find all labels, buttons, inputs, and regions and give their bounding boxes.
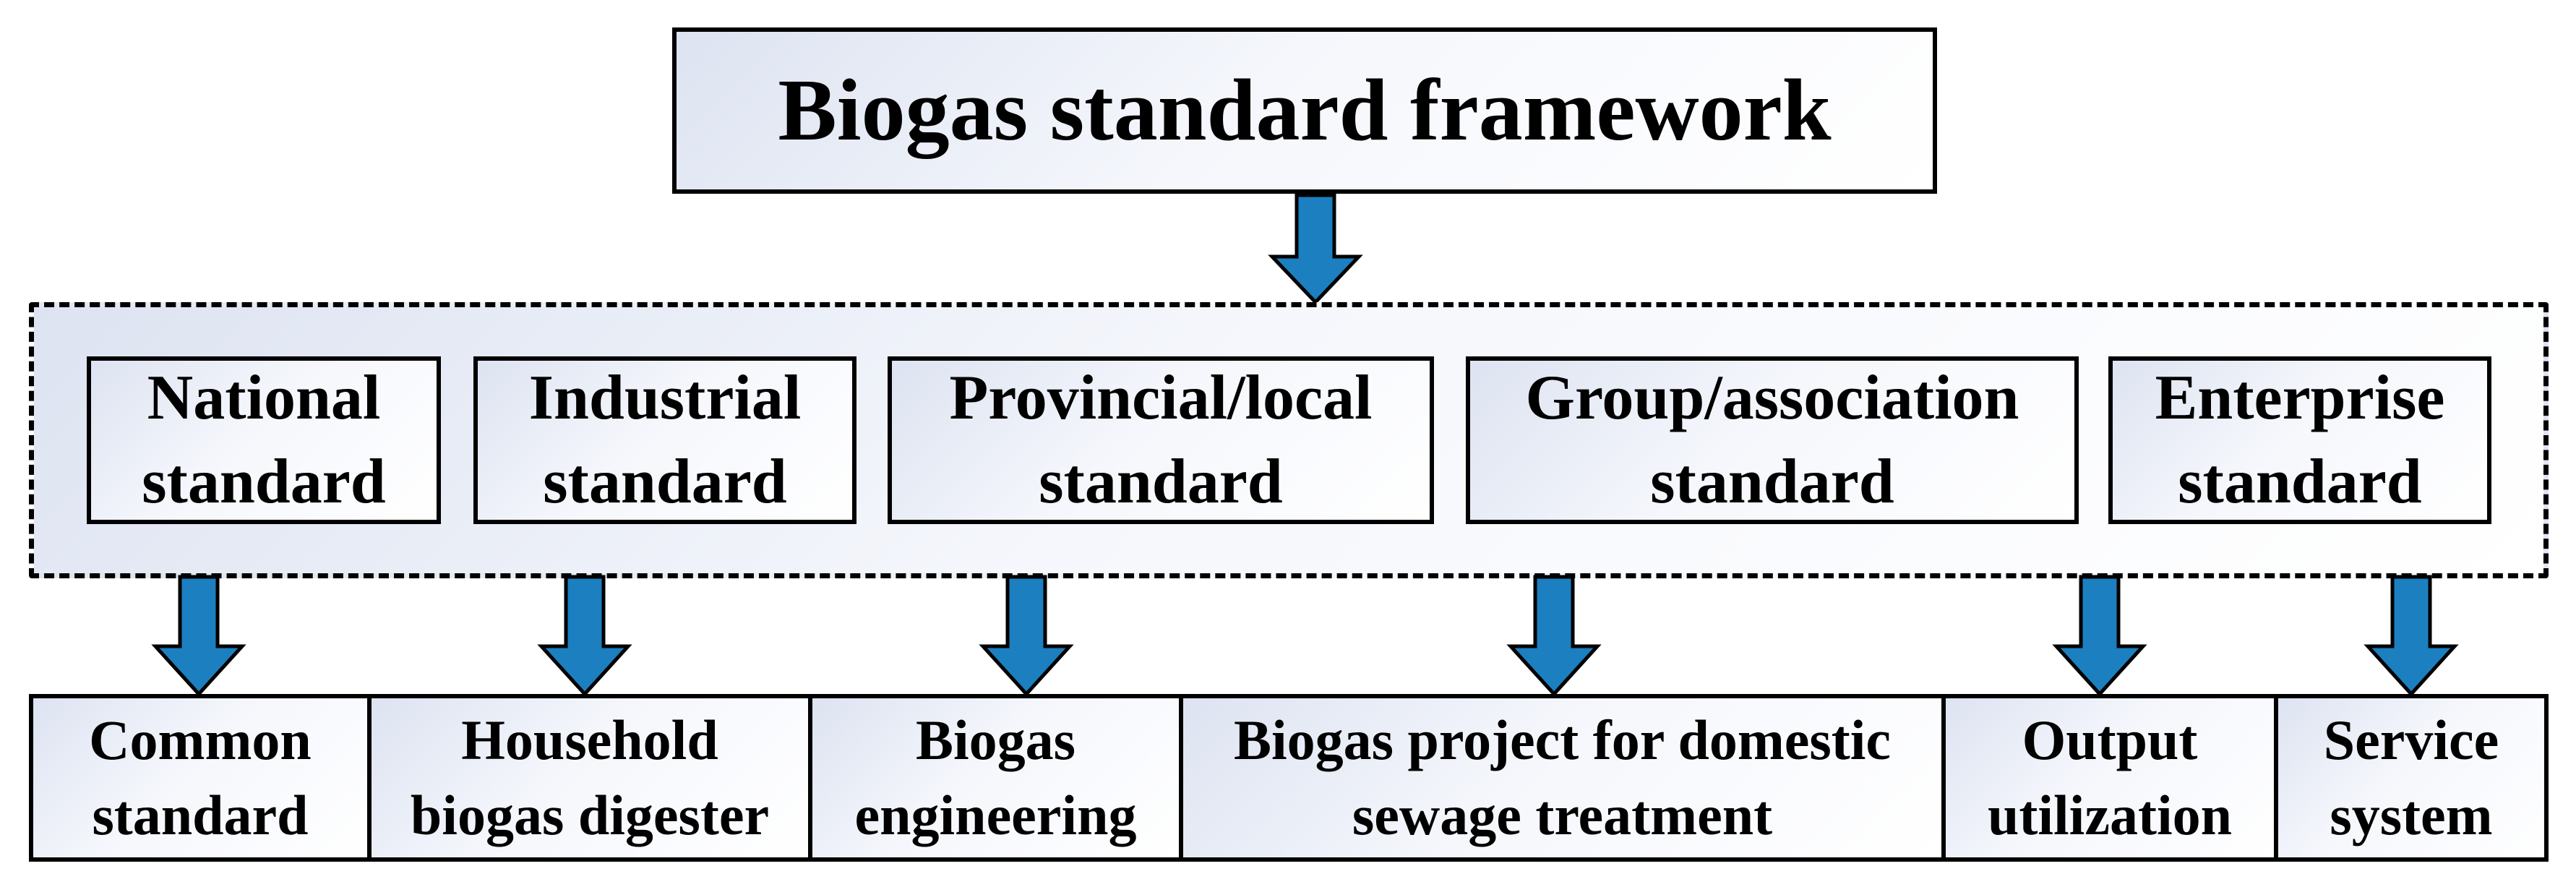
category-service-system: Service system	[2274, 698, 2544, 857]
arrow-down-icon	[537, 575, 632, 697]
category-label: Household biogas digester	[410, 708, 770, 847]
level-label: Group/association standard	[1525, 363, 2019, 517]
category-biogas-engineering: Biogas engineering	[808, 698, 1179, 857]
framework-title: Biogas standard framework	[778, 61, 1832, 159]
arrow-down-icon	[2364, 575, 2459, 697]
level-enterprise-standard: Enterprise standard	[2108, 356, 2491, 524]
arrow-down-icon	[1506, 575, 1602, 697]
level-label: National standard	[142, 363, 386, 517]
arrow-down-icon	[979, 575, 1074, 697]
category-common-standard: Common standard	[33, 698, 367, 857]
categories-row: Common standard Household biogas digeste…	[29, 694, 2549, 862]
category-label: Biogas project for domestic sewage treat…	[1233, 708, 1892, 847]
arrow-down-icon	[2052, 575, 2147, 697]
level-label: Provincial/local standard	[949, 363, 1373, 517]
level-label: Industrial standard	[528, 363, 802, 517]
framework-title-box: Biogas standard framework	[672, 27, 1937, 194]
level-national-standard: National standard	[87, 356, 441, 524]
arrow-down-icon	[1268, 193, 1363, 305]
category-label: Output utilization	[1987, 708, 2232, 847]
category-label: Service system	[2323, 708, 2499, 847]
category-domestic-sewage-treatment: Biogas project for domestic sewage treat…	[1179, 698, 1941, 857]
level-label: Enterprise standard	[2155, 363, 2445, 517]
category-label: Biogas engineering	[854, 708, 1137, 847]
category-output-utilization: Output utilization	[1941, 698, 2274, 857]
level-industrial-standard: Industrial standard	[473, 356, 856, 524]
arrow-down-icon	[151, 575, 246, 697]
category-household-biogas-digester: Household biogas digester	[367, 698, 808, 857]
level-group-association-standard: Group/association standard	[1466, 356, 2079, 524]
level-provincial-local-standard: Provincial/local standard	[888, 356, 1434, 524]
category-label: Common standard	[89, 708, 312, 847]
